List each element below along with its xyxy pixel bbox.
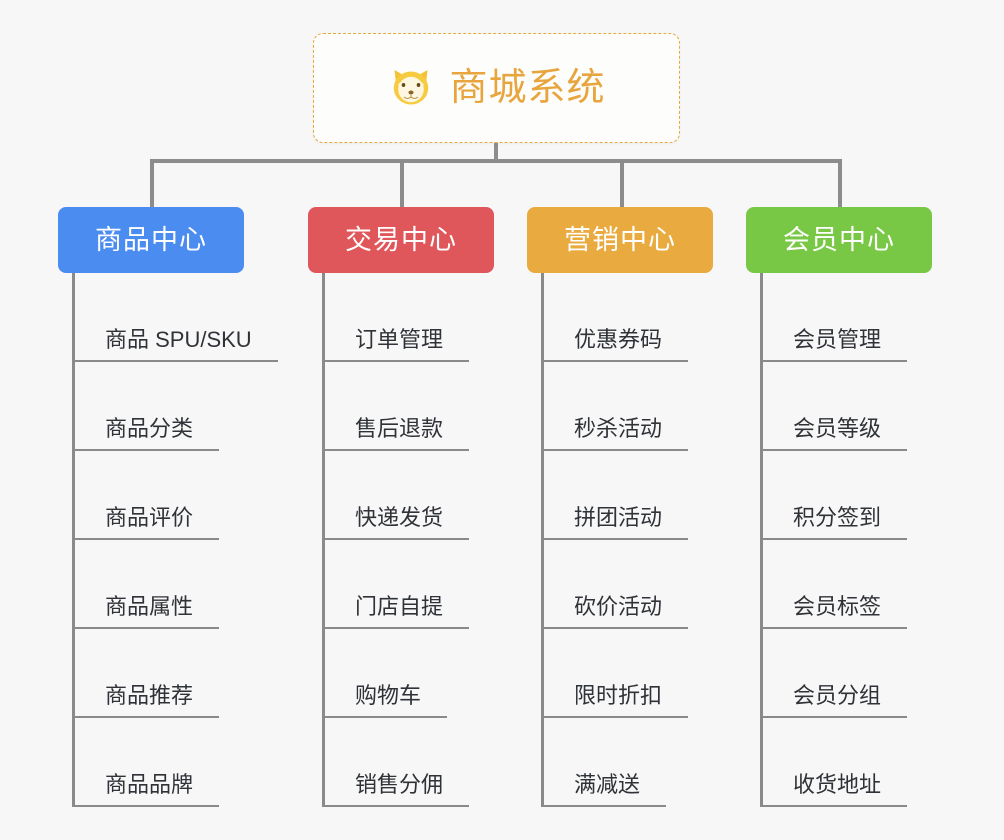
leaf-list-member-center: 会员管理 会员等级 积分签到 会员标签 会员分组 收货地址: [760, 273, 976, 807]
list-item[interactable]: 满减送: [544, 718, 757, 807]
leaf-label: 拼团活动: [544, 507, 689, 540]
column-product-center: 商品中心 商品 SPU/SKU 商品分类 商品评价 商品属性 商品推荐 商品品牌: [58, 207, 288, 807]
leaf-label: 积分签到: [763, 507, 908, 540]
list-item[interactable]: 优惠券码: [544, 273, 757, 362]
list-item[interactable]: 砍价活动: [544, 540, 757, 629]
leaf-label: 商品分类: [75, 418, 220, 451]
leaf-list-marketing-center: 优惠券码 秒杀活动 拼团活动 砍价活动 限时折扣 满减送: [541, 273, 757, 807]
leaf-label: 销售分佣: [325, 774, 470, 807]
list-item[interactable]: 门店自提: [325, 540, 538, 629]
category-header-trade-center[interactable]: 交易中心: [308, 207, 494, 273]
connector-stem: [494, 143, 498, 163]
category-header-marketing-center[interactable]: 营销中心: [527, 207, 713, 273]
root-node[interactable]: 商城系统: [313, 33, 680, 143]
list-item[interactable]: 积分签到: [763, 451, 976, 540]
list-item[interactable]: 商品推荐: [75, 629, 288, 718]
connector-drop-3: [620, 159, 624, 207]
leaf-label: 商品 SPU/SKU: [75, 329, 278, 362]
list-item[interactable]: 限时折扣: [544, 629, 757, 718]
column-marketing-center: 营销中心 优惠券码 秒杀活动 拼团活动 砍价活动 限时折扣 满减送: [527, 207, 757, 807]
leaf-label: 商品推荐: [75, 685, 220, 718]
leaf-label: 商品评价: [75, 507, 220, 540]
leaf-label: 门店自提: [325, 596, 470, 629]
list-item[interactable]: 商品评价: [75, 451, 288, 540]
leaf-label: 秒杀活动: [544, 418, 689, 451]
list-item[interactable]: 快递发货: [325, 451, 538, 540]
leaf-label: 商品属性: [75, 596, 220, 629]
list-item[interactable]: 会员标签: [763, 540, 976, 629]
category-header-member-center[interactable]: 会员中心: [746, 207, 932, 273]
leaf-label: 会员等级: [763, 418, 908, 451]
leaf-label: 会员分组: [763, 685, 908, 718]
list-item[interactable]: 销售分佣: [325, 718, 538, 807]
leaf-list-product-center: 商品 SPU/SKU 商品分类 商品评价 商品属性 商品推荐 商品品牌: [72, 273, 288, 807]
category-title: 商品中心: [95, 224, 207, 255]
leaf-label: 售后退款: [325, 418, 470, 451]
root-node-content: 商城系统: [387, 64, 605, 112]
list-item[interactable]: 拼团活动: [544, 451, 757, 540]
connector-bar: [150, 159, 842, 163]
list-item[interactable]: 商品分类: [75, 362, 288, 451]
list-item[interactable]: 商品属性: [75, 540, 288, 629]
list-item[interactable]: 商品品牌: [75, 718, 288, 807]
leaf-label: 满减送: [544, 774, 667, 807]
list-item[interactable]: 售后退款: [325, 362, 538, 451]
category-title: 会员中心: [783, 224, 895, 255]
shiba-dog-emoji: [387, 64, 435, 112]
leaf-label: 限时折扣: [544, 685, 689, 718]
list-item[interactable]: 秒杀活动: [544, 362, 757, 451]
list-item[interactable]: 会员管理: [763, 273, 976, 362]
leaf-label: 快递发货: [325, 507, 470, 540]
leaf-list-trade-center: 订单管理 售后退款 快递发货 门店自提 购物车 销售分佣: [322, 273, 538, 807]
category-title: 交易中心: [345, 224, 457, 255]
leaf-label: 订单管理: [325, 329, 470, 362]
connector-drop-2: [400, 159, 404, 207]
category-title: 营销中心: [564, 224, 676, 255]
list-item[interactable]: 收货地址: [763, 718, 976, 807]
column-trade-center: 交易中心 订单管理 售后退款 快递发货 门店自提 购物车 销售分佣: [308, 207, 538, 807]
root-title: 商城系统: [449, 67, 606, 109]
leaf-label: 会员标签: [763, 596, 908, 629]
connector-drop-4: [838, 159, 842, 207]
column-member-center: 会员中心 会员管理 会员等级 积分签到 会员标签 会员分组 收货地址: [746, 207, 976, 807]
list-item[interactable]: 订单管理: [325, 273, 538, 362]
leaf-label: 会员管理: [763, 329, 908, 362]
category-header-product-center[interactable]: 商品中心: [58, 207, 244, 273]
list-item[interactable]: 商品 SPU/SKU: [75, 273, 288, 362]
list-item[interactable]: 购物车: [325, 629, 538, 718]
leaf-label: 优惠券码: [544, 329, 689, 362]
list-item[interactable]: 会员分组: [763, 629, 976, 718]
leaf-label: 砍价活动: [544, 596, 689, 629]
leaf-label: 商品品牌: [75, 774, 220, 807]
list-item[interactable]: 会员等级: [763, 362, 976, 451]
leaf-label: 购物车: [325, 685, 448, 718]
leaf-label: 收货地址: [763, 774, 908, 807]
connector-drop-1: [150, 159, 154, 207]
